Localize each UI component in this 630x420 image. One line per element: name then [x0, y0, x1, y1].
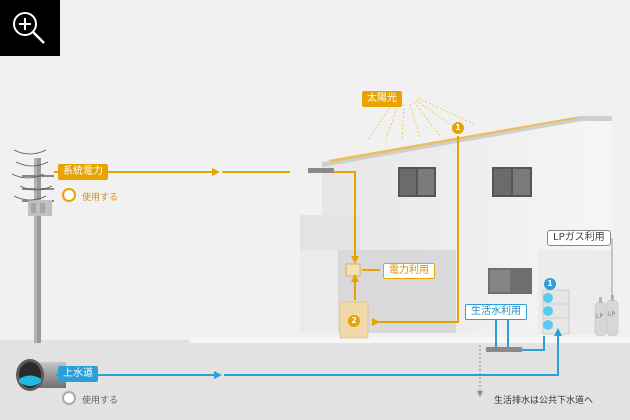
water-use-radio[interactable] [62, 391, 76, 405]
power-arrowheads [212, 168, 380, 326]
power-lines [11, 149, 53, 201]
water-tank-indicators [543, 293, 553, 330]
grid-use-option[interactable]: 使用する [62, 188, 118, 205]
water-arrowheads [214, 328, 562, 379]
utility-pole [22, 158, 54, 343]
power-use-label: 電力利用 [383, 263, 435, 279]
annex-upper [300, 215, 360, 250]
water-use-option[interactable]: 使用する [62, 391, 118, 408]
zoom-button[interactable] [0, 0, 60, 56]
grid-use-radio[interactable] [62, 188, 76, 202]
drain-arrow [477, 391, 483, 397]
drain-fitting [486, 347, 522, 352]
ground [0, 340, 630, 420]
zoom-in-icon [13, 12, 45, 44]
water-use-text: 使用する [82, 396, 119, 406]
house-windows [398, 167, 532, 294]
service-drop [308, 168, 334, 173]
solar-panel [328, 117, 580, 162]
solar-marker[interactable]: 1 [452, 122, 464, 134]
water-supply-label: 上水道 [58, 366, 98, 382]
solar-label: 太陽光 [362, 91, 402, 107]
lp-gas-label: LPガス利用 [547, 230, 611, 246]
drainage-note: 生活排水は公共下水道へ [494, 396, 594, 406]
lp-cylinder-label-2: LP [608, 311, 615, 318]
power-conditioner-marker[interactable]: 2 [348, 315, 360, 327]
lp-cylinder-label-1: LP [596, 313, 603, 320]
domestic-water-label: 生活水利用 [465, 304, 527, 320]
sun-rays [367, 97, 475, 141]
water-tank-marker[interactable]: 1 [544, 278, 556, 290]
grid-use-text: 使用する [82, 193, 119, 203]
grid-power-label: 系統電力 [58, 164, 108, 180]
distribution-board [345, 263, 361, 277]
ground-slab [190, 337, 630, 343]
